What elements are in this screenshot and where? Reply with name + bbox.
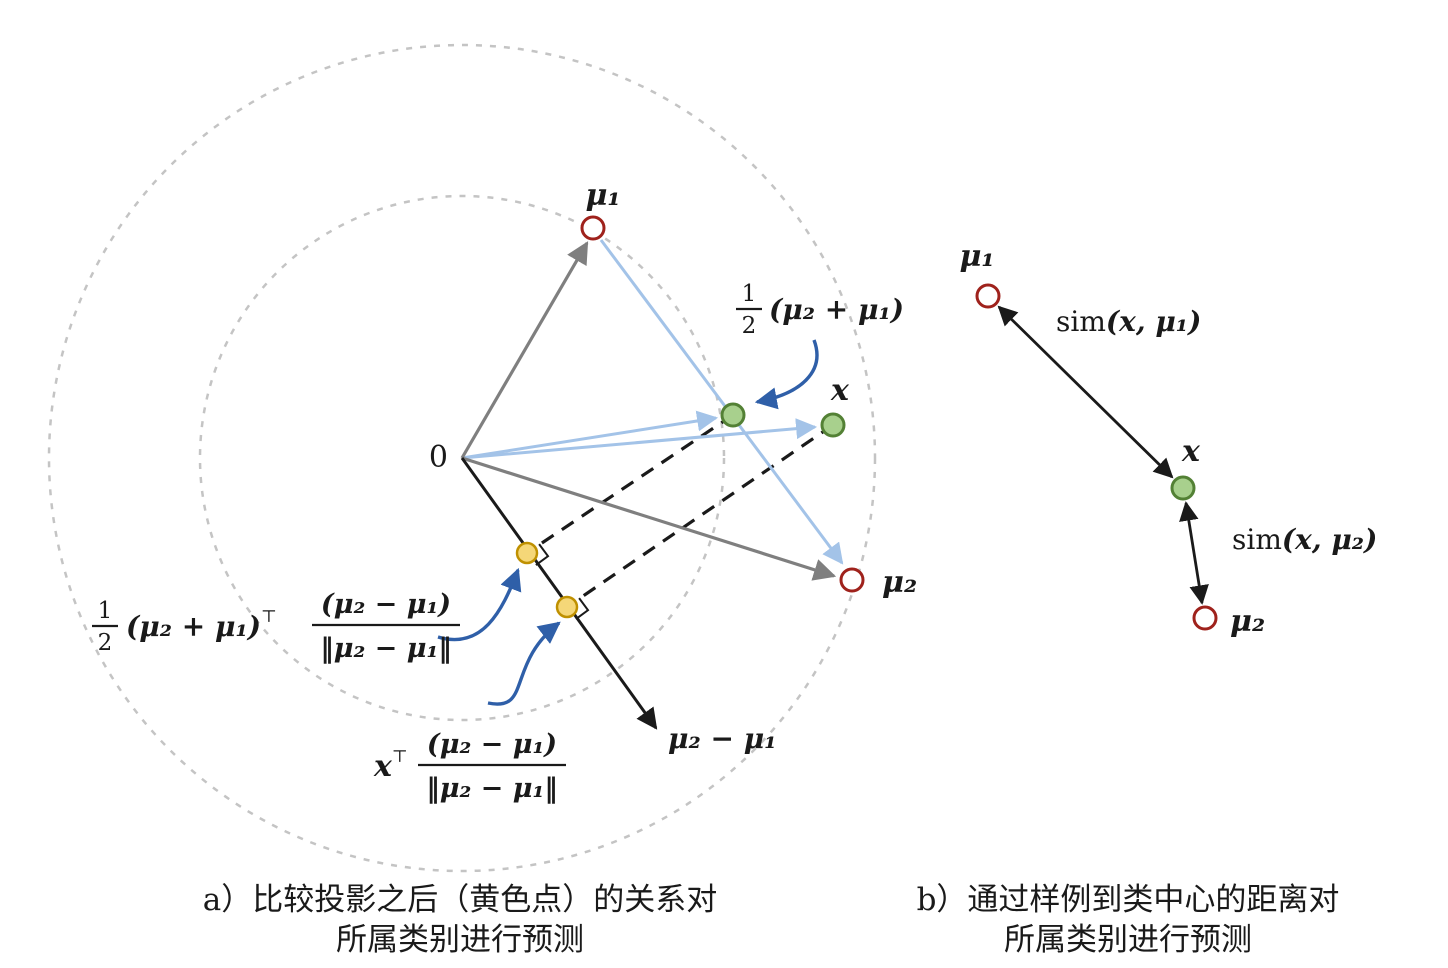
- similarity-arrow-x-mu1: [997, 305, 1174, 479]
- vector-mu1-to-mu2: [599, 239, 844, 565]
- mean-projection-formula: 1 2 (μ₂ + μ₁)⊤ (μ₂ − μ₁) ‖μ₂ − μ₁‖: [92, 589, 460, 664]
- sim-x-mu1-label: sim(x, μ₁): [1056, 305, 1201, 338]
- caption-b-line1: b）通过样例到类中心的距离对: [917, 882, 1340, 918]
- mu2-point-b: [1192, 605, 1218, 631]
- x-label: x: [830, 373, 850, 408]
- outer-dashed-circle: [47, 43, 877, 873]
- x-point: [820, 412, 846, 438]
- right-angle-marker-1: [535, 543, 550, 566]
- midpoint-frac-numerator: 1: [742, 281, 757, 307]
- inner-dashed-circle: [198, 194, 726, 722]
- midpoint-formula-body: (μ₂ + μ₁): [769, 293, 904, 326]
- annotation-arrow-midpoint: [754, 339, 819, 410]
- annotation-arrow-mean-projection: [437, 567, 522, 642]
- mu1-point-b: [975, 283, 1001, 309]
- caption-a-line1: a）比较投影之后（黄色点）的关系对: [203, 882, 717, 918]
- panel-b: μ₁ x μ₂ sim(x, μ₁) sim(x, μ₂) b）通过样例到类中心…: [917, 239, 1378, 958]
- x-projection-formula: x⊤ (μ₂ − μ₁) ‖μ₂ − μ₁‖: [373, 729, 566, 804]
- mean-proj-body: (μ₂ + μ₁)⊤: [126, 607, 277, 643]
- panel-a: 0 μ₁ μ₂ x μ₂ − μ₁ 1 2 (μ₂ + μ₁) 1 2 (μ₂ …: [47, 43, 917, 958]
- x-label-b: x: [1181, 434, 1201, 469]
- mu1-label-b: μ₁: [959, 239, 994, 274]
- midpoint-point: [720, 402, 746, 428]
- x-proj-lead: x⊤: [373, 747, 408, 784]
- mu1-point: [580, 215, 606, 241]
- vector-origin-to-midpoint: [461, 410, 719, 460]
- similarity-arrow-x-mu2: [1179, 501, 1209, 605]
- mean-proj-coef-numerator: 1: [98, 598, 113, 624]
- x-point-b: [1170, 475, 1196, 501]
- mu2-label-b: μ₂: [1230, 604, 1265, 639]
- mean-proj-coef-denominator: 2: [98, 630, 113, 656]
- mu2-point: [839, 567, 865, 593]
- mean-proj-frac-denominator: ‖μ₂ − μ₁‖: [320, 633, 452, 664]
- annotation-arrow-x-projection: [487, 621, 561, 706]
- x-proj-frac-numerator: (μ₂ − μ₁): [427, 729, 557, 760]
- mu2-label: μ₂: [882, 565, 917, 600]
- vector-mu2-minus-mu1: [460, 457, 658, 730]
- midpoint-formula: 1 2 (μ₂ + μ₁): [736, 281, 904, 339]
- projection-point-x: [555, 595, 579, 619]
- vector-origin-to-x: [461, 418, 818, 460]
- sim-x-mu2-label: sim(x, μ₂): [1232, 523, 1377, 556]
- mu-diff-label: μ₂ − μ₁: [668, 722, 776, 755]
- vector-origin-to-mu2: [461, 456, 837, 581]
- midpoint-frac-denominator: 2: [742, 313, 757, 339]
- origin-label: 0: [429, 440, 448, 475]
- caption-b-line2: 所属类别进行预测: [1004, 922, 1252, 958]
- projection-dashed-line-midpoint: [526, 413, 734, 555]
- x-proj-frac-denominator: ‖μ₂ − μ₁‖: [426, 773, 558, 804]
- mean-proj-frac-numerator: (μ₂ − μ₁): [321, 589, 451, 620]
- right-angle-marker-2: [575, 597, 590, 620]
- projection-dashed-line-x: [566, 423, 834, 609]
- mu1-label: μ₁: [585, 178, 620, 213]
- projection-point-mean: [515, 541, 539, 565]
- vector-origin-to-mu1: [460, 241, 589, 459]
- caption-a-line2: 所属类别进行预测: [336, 922, 584, 958]
